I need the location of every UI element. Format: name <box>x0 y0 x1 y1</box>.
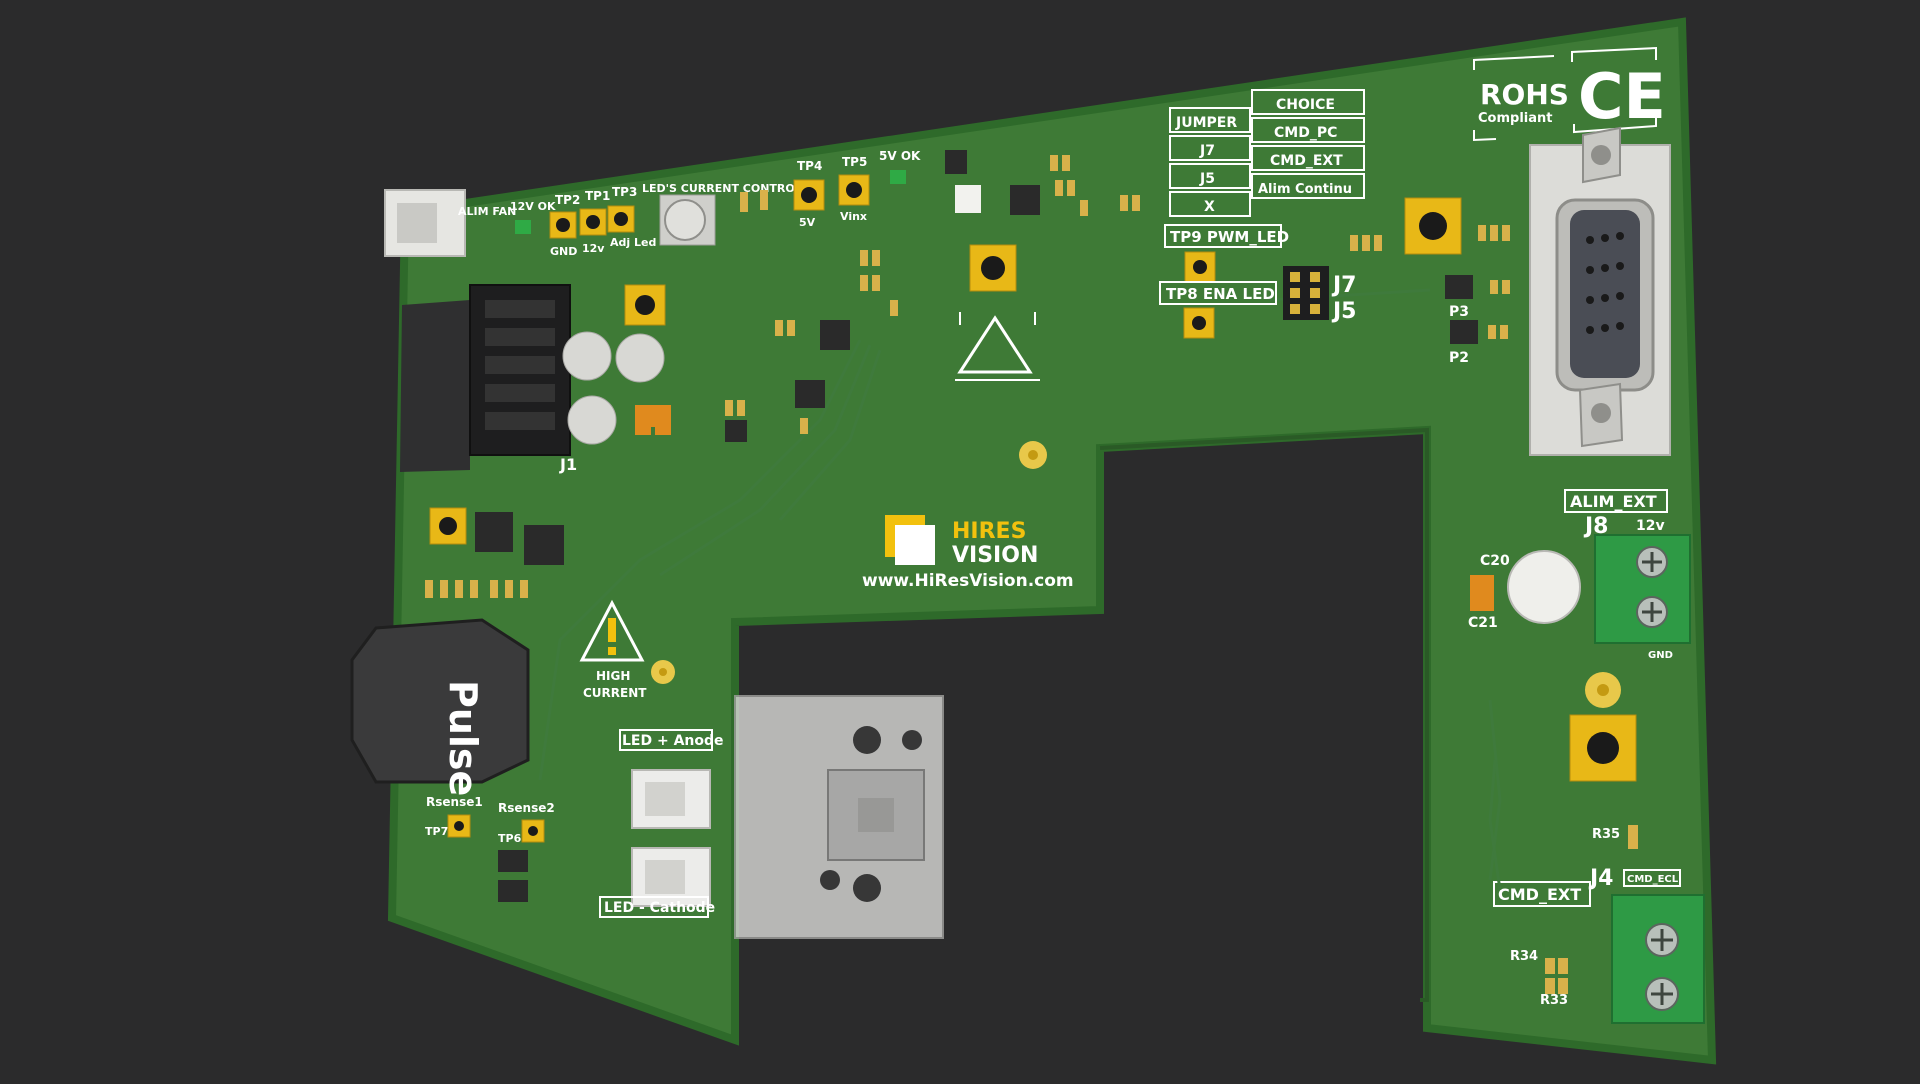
tp5-label: TP5 <box>842 155 867 169</box>
test-point-pads-2 <box>793 170 906 211</box>
led-cathode-label-box <box>599 896 709 918</box>
fan-connector <box>384 189 466 257</box>
rohs-label: ROHS <box>1480 78 1569 111</box>
tp3-label: TP3 <box>612 185 637 199</box>
cmd-ext-label: CMD_EXT <box>1498 885 1581 904</box>
gnd-label: GND <box>550 245 577 258</box>
ok5v-label: 5V OK <box>879 149 921 163</box>
cmd-ext-label-box <box>1493 881 1591 907</box>
ce-label: CE <box>1578 60 1666 133</box>
led-cathode-label: LED - Cathode <box>604 900 715 916</box>
mounting-pads <box>429 197 1637 782</box>
choice-row-cmd-pc: CMD_PC <box>1274 125 1337 141</box>
high-current-warning-icon <box>579 599 645 662</box>
ok12v-label: 12V OK <box>510 200 556 213</box>
led-12v-ok <box>515 220 531 234</box>
website-label: www.HiResVision.com <box>862 571 1074 591</box>
j1-label: J1 <box>559 455 577 474</box>
hiresvision-logo <box>885 515 935 565</box>
alim-fan-label: ALIM FAN <box>458 205 516 218</box>
j1-connector <box>469 284 571 456</box>
p3-p2-components <box>1350 225 1510 344</box>
pcb-trace <box>778 349 882 521</box>
tp9-label: TP9 PWM_LED <box>1170 228 1289 246</box>
tp8-label: TP8 ENA LED <box>1166 285 1275 303</box>
jumper-header: JUMPER <box>1175 115 1237 131</box>
v5-label: 5V <box>799 216 816 229</box>
alim-ext-label: ALIM_EXT <box>1570 492 1657 511</box>
vinx-label: Vinx <box>840 210 867 223</box>
rohs-mark-frame <box>1473 55 1555 142</box>
v12-label: 12v <box>582 242 605 255</box>
tp4-label: TP4 <box>797 159 822 173</box>
led-anode-label: LED + Anode <box>622 733 724 749</box>
power-transistors <box>425 512 564 902</box>
board-cutout-edge <box>1099 427 1429 1002</box>
tp6-label: TP6 <box>498 832 522 845</box>
choice-row-cmd-ext: CMD_EXT <box>1270 153 1343 169</box>
choice-header: CHOICE <box>1276 97 1335 113</box>
j4-terminal-block <box>1611 894 1705 1024</box>
warning-high-label: HIGH <box>596 669 630 683</box>
potentiometer <box>659 194 716 246</box>
adj-led-label: Adj Led <box>610 236 656 249</box>
tp2-label: TP2 <box>555 193 580 207</box>
pulse-label: Pulse <box>441 680 485 796</box>
led-module <box>734 695 944 939</box>
c20-label: C20 <box>1480 553 1510 569</box>
c20-c21-capacitors <box>1470 550 1581 624</box>
tp8-label-box <box>1159 281 1277 305</box>
warning-current-label: CURRENT <box>583 686 647 700</box>
pcb-board <box>387 17 1717 1065</box>
j8-terminal-block <box>1594 534 1691 644</box>
jumper-row-x: X <box>1204 199 1215 215</box>
choice-row-alim-continu: Alim Continu <box>1258 182 1352 197</box>
tp1-label: TP1 <box>585 189 610 203</box>
r35-resistor <box>1628 825 1638 849</box>
v12-ext-label: 12v <box>1636 518 1665 534</box>
j5-label: J5 <box>1331 299 1357 324</box>
pcb-trace <box>538 339 862 781</box>
p3-label: P3 <box>1449 304 1469 320</box>
p2-label: P2 <box>1449 350 1469 366</box>
jumper-table <box>1169 89 1365 217</box>
j7-j5-header <box>1283 266 1329 320</box>
pcb-trace <box>1488 759 1502 891</box>
leds-current-control-label: LED'S CURRENT CONTROL <box>642 182 802 195</box>
r33-r34-resistors <box>1545 958 1568 994</box>
rsense1-label: Rsense1 <box>426 795 483 809</box>
logo-text-vision: VISION <box>952 543 1038 568</box>
rsense2-label: Rsense2 <box>498 801 555 815</box>
tp7-label: TP7 <box>425 825 448 838</box>
gnd-ext-label: GND <box>1648 650 1673 661</box>
led-anode-label-box <box>619 729 713 751</box>
j4-label: J4 <box>1588 866 1614 891</box>
cmd-ecl-label-box <box>1623 869 1681 887</box>
jumper-row-j5: J5 <box>1199 171 1215 187</box>
alim-ext-label-box <box>1564 489 1668 513</box>
led-anode-connector <box>631 769 711 829</box>
power-section-area <box>400 300 470 472</box>
r33-label: R33 <box>1540 993 1568 1008</box>
tp9-label-box <box>1164 224 1282 248</box>
r34-label: R34 <box>1510 949 1538 964</box>
jumper-row-j7: J7 <box>1199 143 1215 159</box>
logo-text-hires: HIRES <box>952 519 1026 544</box>
c21-label: C21 <box>1468 615 1498 631</box>
pulse-inductor <box>350 618 530 784</box>
pcb-trace <box>659 344 872 577</box>
fiducials <box>651 441 1621 708</box>
r35-label: R35 <box>1592 827 1620 842</box>
rohs-compliant-label: Compliant <box>1478 111 1552 126</box>
esd-warning-icon <box>955 312 1040 381</box>
test-point-pads <box>549 205 635 239</box>
vga-connector <box>1529 126 1671 456</box>
cmd-ecl-label: CMD_ECL <box>1627 874 1679 885</box>
capacitors <box>562 331 671 445</box>
j7-label: J7 <box>1331 273 1357 298</box>
